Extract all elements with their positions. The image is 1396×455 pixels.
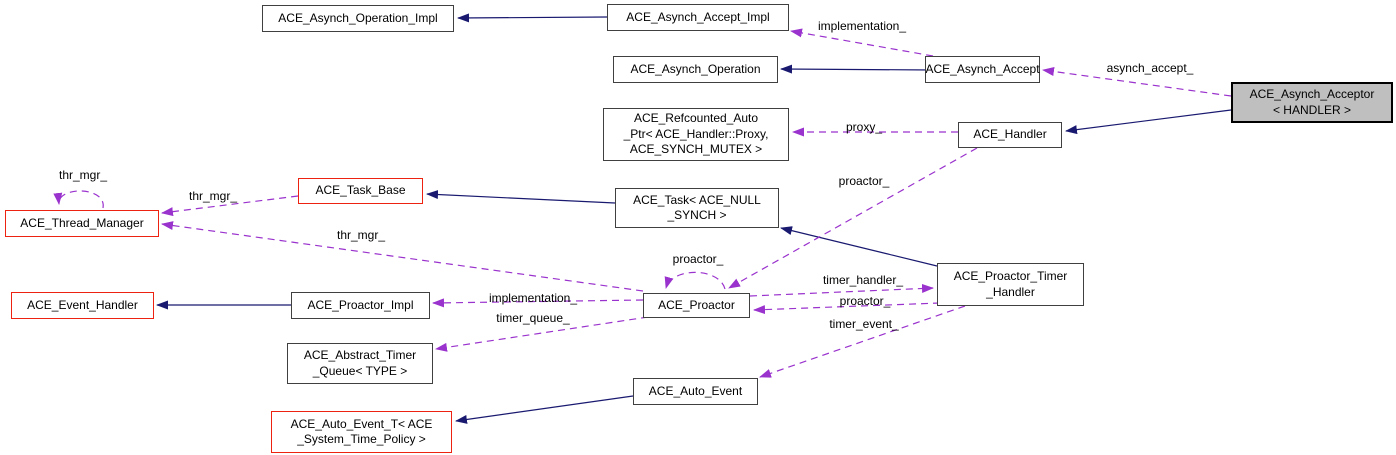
edge-label-proactor-timer-handler: proactor_: [839, 294, 891, 308]
node-ace-event-handler[interactable]: ACE_Event_Handler: [11, 292, 154, 319]
edge-label-proactor-self: proactor_: [672, 252, 724, 266]
edge-proactor-to-thread-manager-thr-mgr: [161, 221, 644, 292]
node-ace-asynch-operation[interactable]: ACE_Asynch_Operation: [613, 56, 778, 83]
edge-thread-manager-self-thr-mgr: [53, 190, 104, 209]
edge-label-timer-queue: timer_queue_: [496, 311, 570, 325]
edge-acceptor-to-handler: [1065, 109, 1232, 135]
edge-accept-impl-to-operation-impl: [457, 13, 608, 23]
node-ace-refcounted-auto-ptr[interactable]: ACE_Refcounted_Auto _Ptr< ACE_Handler::P…: [603, 108, 789, 161]
node-ace-proactor-impl[interactable]: ACE_Proactor_Impl: [291, 292, 430, 319]
edge-label-asynch-accept: asynch_accept_: [1106, 61, 1194, 75]
edge-label-thr-mgr-self: thr_mgr_: [58, 168, 108, 182]
node-ace-asynch-acceptor: ACE_Asynch_Acceptor < HANDLER >: [1231, 82, 1393, 123]
edge-label-timer-handler: timer_handler_: [822, 273, 904, 287]
edge-task-base-to-thread-manager-thr-mgr: [161, 195, 299, 217]
edge-accept-to-accept-impl-implementation: [790, 28, 934, 57]
edge-proactor-self-proactor: [664, 271, 726, 290]
node-ace-task-base[interactable]: ACE_Task_Base: [298, 178, 423, 204]
edge-timer-handler-to-auto-event-timer-event: [759, 305, 966, 378]
edge-label-thr-mgr-proactor: thr_mgr_: [336, 228, 386, 242]
edge-label-thr-mgr-task-base: thr_mgr_: [188, 189, 238, 203]
node-ace-handler[interactable]: ACE_Handler: [958, 122, 1062, 148]
edge-task-to-task-base: [426, 190, 616, 204]
edge-accept-to-operation: [780, 64, 934, 74]
edge-timer-handler-to-task: [780, 226, 938, 267]
edge-proactor-to-timer-handler-timer-handler: [749, 283, 934, 297]
edge-label-proactor-handler: proactor_: [838, 174, 890, 188]
edge-auto-event-to-auto-event-t: [455, 395, 634, 424]
node-ace-proactor[interactable]: ACE_Proactor: [643, 293, 750, 318]
edge-label-implementation-proactor: implementation_: [488, 291, 578, 305]
node-ace-auto-event[interactable]: ACE_Auto_Event: [633, 378, 758, 405]
edge-acceptor-to-accept-asynch-accept: [1042, 67, 1232, 97]
node-ace-thread-manager[interactable]: ACE_Thread_Manager: [5, 210, 159, 237]
node-ace-asynch-operation-impl[interactable]: ACE_Asynch_Operation_Impl: [262, 5, 454, 32]
node-ace-asynch-accept-impl[interactable]: ACE_Asynch_Accept_Impl: [607, 4, 789, 31]
node-ace-proactor-timer-handler[interactable]: ACE_Proactor_Timer _Handler: [937, 263, 1084, 306]
node-ace-asynch-accept[interactable]: ACE_Asynch_Accept: [925, 56, 1040, 83]
edge-label-proxy: proxy_: [845, 120, 883, 134]
edge-label-timer-event: timer_event_: [829, 317, 899, 331]
node-ace-abstract-timer-queue[interactable]: ACE_Abstract_Timer _Queue< TYPE >: [287, 343, 433, 384]
node-ace-task-null-synch[interactable]: ACE_Task< ACE_NULL _SYNCH >: [615, 188, 779, 228]
edge-label-implementation-accept: implementation_: [817, 19, 907, 33]
node-ace-auto-event-t[interactable]: ACE_Auto_Event_T< ACE _System_Time_Polic…: [271, 411, 452, 453]
